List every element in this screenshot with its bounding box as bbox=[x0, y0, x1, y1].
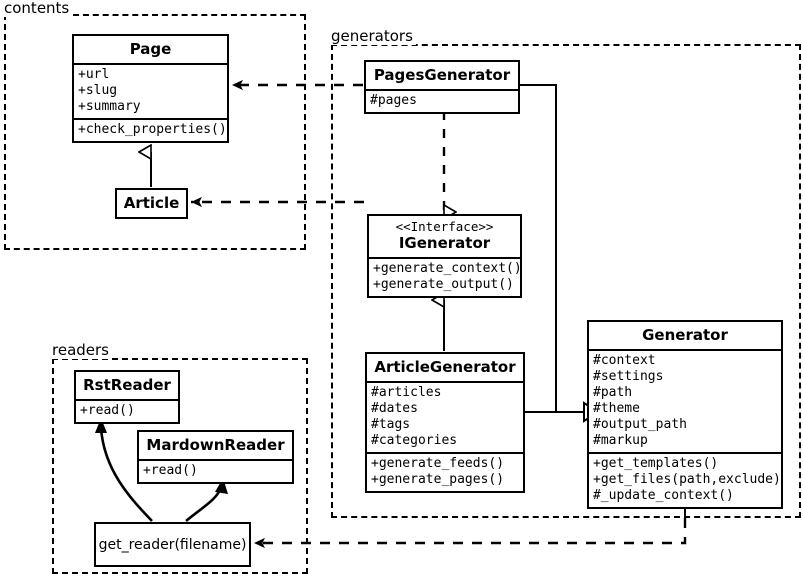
class-page-operations: +check_properties() bbox=[74, 120, 227, 141]
class-igenerator-header: <<Interface>> IGenerator bbox=[369, 216, 520, 259]
class-member: #categories bbox=[371, 433, 458, 448]
package-contents-label: contents bbox=[2, 0, 73, 17]
function-getreader[interactable]: get_reader(filename) bbox=[94, 522, 251, 567]
class-member: +get_templates() bbox=[593, 456, 719, 471]
class-rstreader-operations: +read() bbox=[76, 401, 178, 422]
class-member: +generate_output() bbox=[373, 277, 514, 292]
class-member: #dates bbox=[371, 401, 418, 416]
class-member: +generate_feeds() bbox=[371, 456, 505, 471]
class-rstreader-title: RstReader bbox=[83, 376, 171, 394]
class-member: +read() bbox=[143, 463, 198, 478]
class-rstreader[interactable]: RstReader +read() bbox=[74, 370, 180, 424]
class-articlegenerator-header: ArticleGenerator bbox=[367, 354, 523, 383]
package-contents bbox=[4, 14, 306, 250]
class-member: +check_properties() bbox=[78, 122, 227, 137]
class-page-attributes: +url +slug +summary bbox=[74, 65, 227, 120]
class-member: #articles bbox=[371, 385, 442, 400]
class-page-header: Page bbox=[74, 36, 227, 65]
class-member: +summary bbox=[78, 99, 141, 114]
class-pagesgenerator-title: PagesGenerator bbox=[373, 66, 511, 84]
package-generators-label: generators bbox=[329, 28, 416, 45]
class-mardownreader-header: MardownReader bbox=[139, 432, 292, 461]
class-page-title: Page bbox=[129, 40, 172, 58]
class-igenerator-title: IGenerator bbox=[398, 234, 491, 252]
class-pagesgenerator[interactable]: PagesGenerator #pages bbox=[364, 60, 520, 114]
class-generator-header: Generator bbox=[589, 322, 781, 351]
class-member: #output_path bbox=[593, 417, 687, 432]
class-articlegenerator[interactable]: ArticleGenerator #articles #dates #tags … bbox=[365, 352, 525, 493]
package-readers bbox=[52, 358, 308, 574]
class-generator-operations: +get_templates() +get_files(path,exclude… bbox=[589, 454, 781, 507]
class-articlegenerator-title: ArticleGenerator bbox=[374, 358, 516, 376]
class-generator[interactable]: Generator #context #settings #path #them… bbox=[587, 320, 783, 509]
class-mardownreader-operations: +read() bbox=[139, 461, 292, 482]
class-mardownreader[interactable]: MardownReader +read() bbox=[137, 430, 294, 484]
class-member: #settings bbox=[593, 369, 664, 384]
class-pagesgenerator-attributes: #pages bbox=[366, 91, 518, 112]
class-member: #tags bbox=[371, 417, 411, 432]
class-member: #_update_context() bbox=[593, 488, 734, 503]
class-member: #context bbox=[593, 353, 656, 368]
class-page[interactable]: Page +url +slug +summary +check_properti… bbox=[72, 34, 229, 143]
class-generator-attributes: #context #settings #path #theme #output_… bbox=[589, 351, 781, 454]
class-member: +generate_pages() bbox=[371, 472, 505, 487]
class-member: #pages bbox=[370, 93, 417, 108]
class-igenerator-operations: +generate_context() +generate_output() bbox=[369, 259, 522, 296]
package-readers-label: readers bbox=[50, 342, 112, 359]
class-article[interactable]: Article bbox=[115, 188, 188, 219]
class-mardownreader-title: MardownReader bbox=[146, 436, 285, 454]
class-member: #theme bbox=[593, 401, 640, 416]
class-rstreader-header: RstReader bbox=[76, 372, 178, 401]
function-getreader-label: get_reader(filename) bbox=[98, 536, 247, 553]
class-pagesgenerator-header: PagesGenerator bbox=[366, 62, 518, 91]
class-member: +get_files(path,exclude) bbox=[593, 472, 781, 487]
class-member: #path bbox=[593, 385, 633, 400]
class-igenerator-stereotype: <<Interface>> bbox=[395, 219, 494, 234]
class-articlegenerator-operations: +generate_feeds() +generate_pages() bbox=[367, 454, 523, 491]
class-member: +url bbox=[78, 67, 110, 82]
class-article-title: Article bbox=[123, 194, 180, 212]
class-member: +generate_context() bbox=[373, 261, 522, 276]
class-article-header: Article bbox=[117, 190, 186, 217]
class-igenerator[interactable]: <<Interface>> IGenerator +generate_conte… bbox=[367, 214, 522, 298]
class-member: #markup bbox=[593, 433, 648, 448]
class-articlegenerator-attributes: #articles #dates #tags #categories bbox=[367, 383, 523, 454]
class-member: +slug bbox=[78, 83, 118, 98]
class-generator-title: Generator bbox=[642, 326, 728, 344]
class-member: +read() bbox=[80, 403, 135, 418]
